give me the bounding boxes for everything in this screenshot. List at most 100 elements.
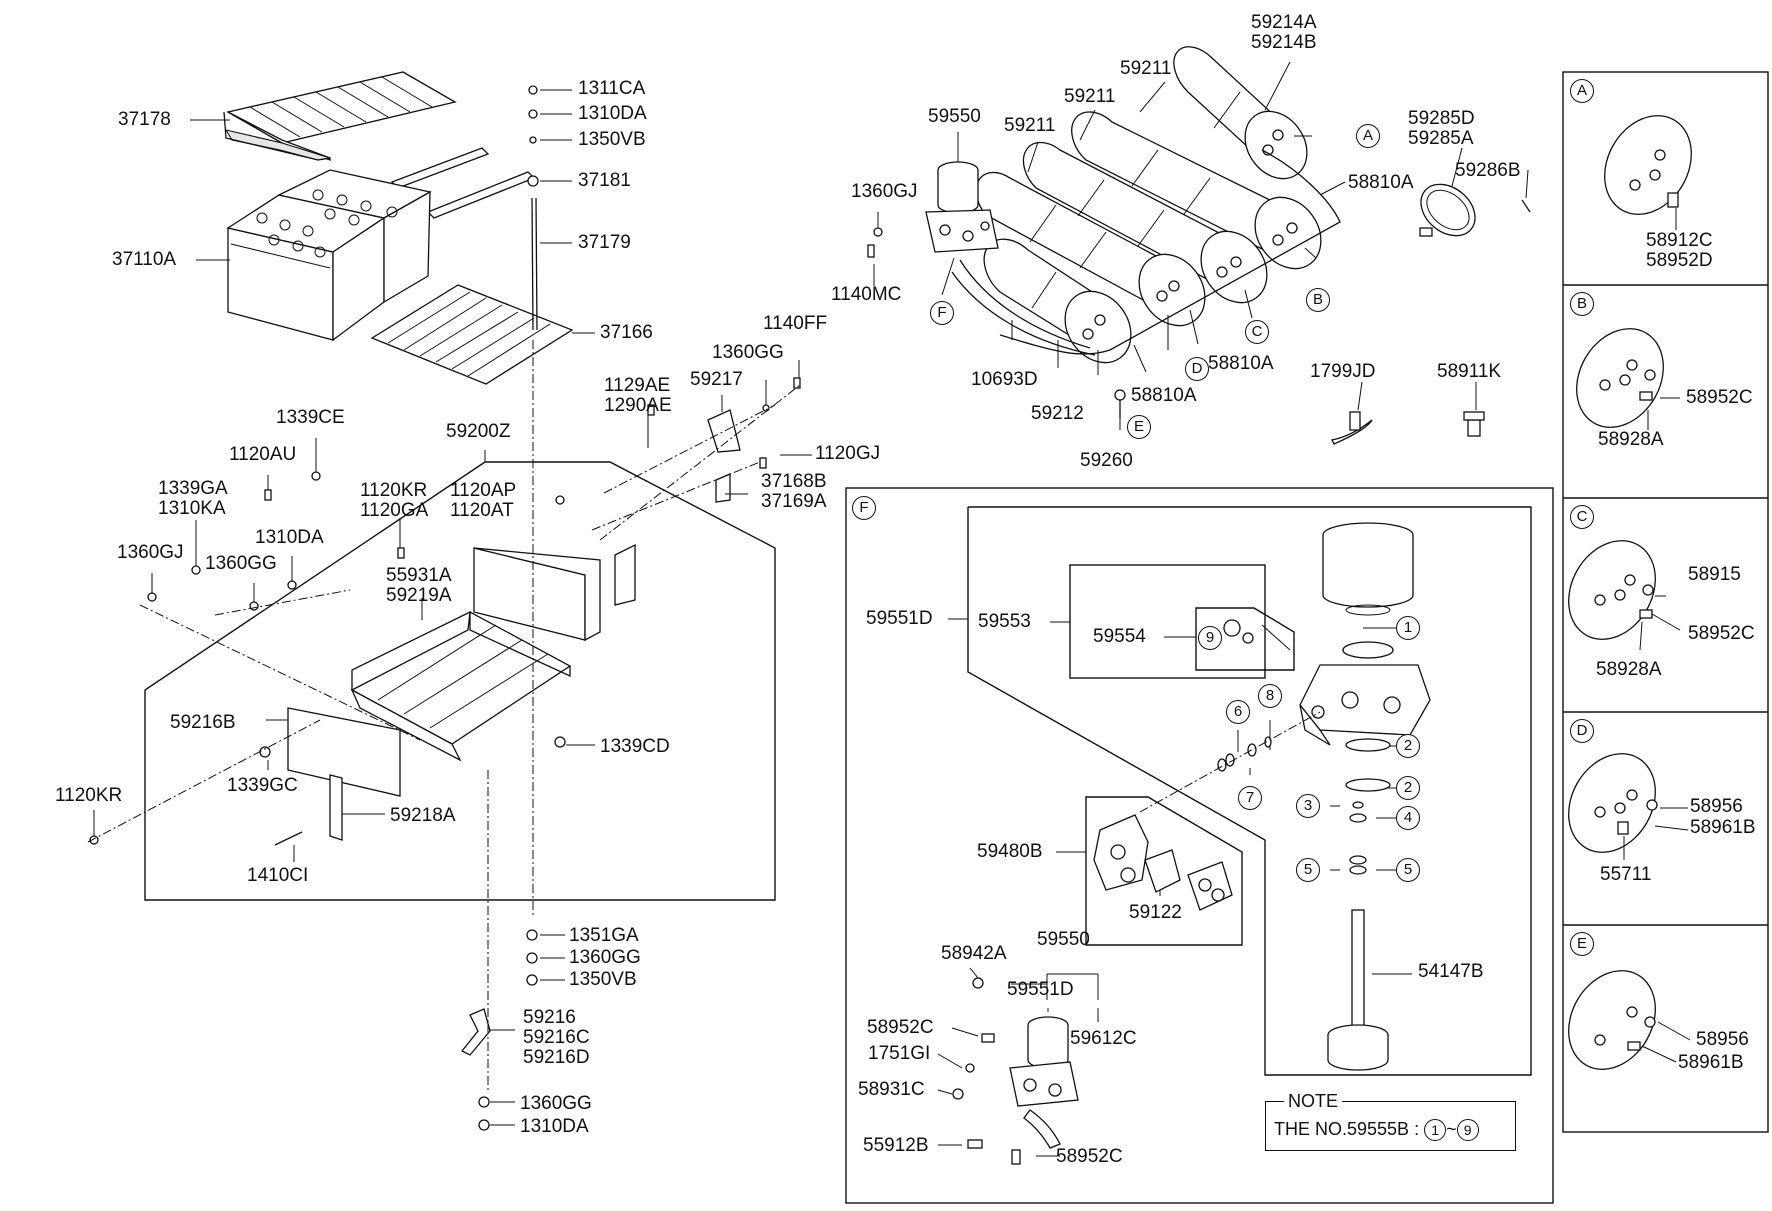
part-label-1310DA: 1310DA <box>578 103 647 124</box>
note-range-end: 9 <box>1456 1119 1479 1142</box>
part-label-59550-bot: 59550 <box>1037 929 1090 950</box>
callout-E-tank: E <box>1127 415 1151 439</box>
part-label-55912B: 55912B <box>863 1135 929 1156</box>
callout-A-panel: A <box>1570 79 1594 103</box>
part-label-58952C-b: 58952C <box>1056 1146 1123 1167</box>
part-label-58942A: 58942A <box>941 943 1007 964</box>
bracket-left-drawing <box>287 707 401 841</box>
callout-8: 8 <box>1258 684 1282 708</box>
part-label-58810A-c: 58810A <box>1131 385 1197 406</box>
fasteners-left <box>89 377 801 1131</box>
part-label-58956-D: 58956 <box>1690 796 1743 817</box>
callout-1: 1 <box>1396 616 1420 640</box>
assembly-59480B-outline <box>1085 796 1243 946</box>
part-label-58961B-E: 58961B <box>1678 1052 1744 1073</box>
part-label-58810A-b: 58810A <box>1208 353 1274 374</box>
leaders-left <box>93 89 812 1126</box>
battery-tray-drawing <box>370 284 574 385</box>
callout-C-tank: C <box>1245 320 1269 344</box>
part-label-59612C: 59612C <box>1070 1028 1137 1049</box>
part-label-59216B: 59216B <box>170 712 236 733</box>
part-label-1360GG-b: 1360GG <box>205 553 277 574</box>
part-label-10693D: 10693D <box>971 369 1038 390</box>
part-label-1799JD: 1799JD <box>1310 361 1376 382</box>
part-label-1120KR-b: 1120KR <box>55 785 123 806</box>
callout-5b: 5 <box>1396 858 1420 882</box>
note-range-sep: ~ <box>1446 1119 1457 1139</box>
tray-rod-drawing <box>531 197 538 331</box>
part-label-59211-c: 59211 <box>1004 115 1056 136</box>
callout-E-panel: E <box>1570 932 1594 956</box>
part-label-59211-a: 59211 <box>1120 58 1172 79</box>
part-label-1120GJ: 1120GJ <box>815 443 881 464</box>
callout-6: 6 <box>1226 700 1250 724</box>
panel-frames <box>1562 71 1769 1133</box>
part-label-1751GI: 1751GI <box>868 1043 931 1064</box>
part-label-1339CD: 1339CD <box>600 736 670 757</box>
callout-F-box: F <box>852 496 876 520</box>
battery-cover-drawing <box>223 71 457 161</box>
part-label-59211-b: 59211 <box>1064 86 1116 107</box>
air-dryer-detail-drawing <box>952 522 1431 1165</box>
part-label-58952C-B: 58952C <box>1686 387 1753 408</box>
callout-3: 3 <box>1296 794 1320 818</box>
note-title: NOTE <box>1284 1091 1343 1111</box>
panel-tank-ends <box>1568 115 1692 1070</box>
leaders-panels <box>1623 208 1691 1063</box>
callout-B-panel: B <box>1570 292 1594 316</box>
air-dryer-top-drawing <box>925 161 999 253</box>
part-label-1360GG: 1360GG <box>712 342 784 363</box>
part-label-58911K: 58911K <box>1437 361 1502 382</box>
part-label-37178: 37178 <box>118 109 171 130</box>
part-label-58810A-a: 58810A <box>1348 172 1414 193</box>
callout-2b: 2 <box>1396 776 1420 800</box>
callout-5a: 5 <box>1296 858 1320 882</box>
part-label-59218A: 59218A <box>390 805 456 826</box>
air-tanks-drawing <box>951 46 1341 364</box>
callout-D-tank: D <box>1185 357 1209 381</box>
part-label-59200Z: 59200Z <box>446 421 511 442</box>
callout-9: 9 <box>1198 626 1222 650</box>
part-label-58928A-C: 58928A <box>1596 659 1662 680</box>
small-fasteners-top <box>527 85 539 187</box>
part-label-59122: 59122 <box>1129 902 1182 923</box>
callout-A-tank: A <box>1356 124 1380 148</box>
part-label-1339CE: 1339CE <box>276 407 345 428</box>
part-label-55711: 55711 <box>1600 864 1652 885</box>
part-label-58931C: 58931C <box>858 1079 925 1100</box>
part-label-1140MC: 1140MC <box>831 284 902 305</box>
part-label-1350VB: 1350VB <box>578 129 646 150</box>
assembly-59551D-outline <box>967 506 1532 1076</box>
assembly-59554-outline <box>1195 607 1295 671</box>
note-body: THE NO.59555B : <box>1274 1119 1420 1139</box>
callout-C-panel: C <box>1570 505 1594 529</box>
part-label-59554: 59554 <box>1093 626 1146 647</box>
part-label-59553: 59553 <box>978 611 1031 632</box>
part-label-58928A-B: 58928A <box>1598 429 1664 450</box>
part-label-1310DA-bot: 1310DA <box>520 1116 589 1137</box>
part-label-54147B: 54147B <box>1418 961 1484 982</box>
part-label-58961B-D: 58961B <box>1690 817 1756 838</box>
callout-2a: 2 <box>1396 734 1420 758</box>
part-label-1350VB-bot: 1350VB <box>569 969 637 990</box>
note-box: NOTE THE NO.59555B : 1~9 <box>1265 1091 1516 1151</box>
part-label-1311CA: 1311CA <box>578 78 646 99</box>
callout-B-tank: B <box>1306 288 1330 312</box>
part-label-1360GJ: 1360GJ <box>117 542 184 563</box>
battery-strap-drawing <box>390 147 536 219</box>
part-label-58952C-a: 58952C <box>867 1017 934 1038</box>
part-label-1120AU: 1120AU <box>229 444 297 465</box>
bracket-right-drawing <box>473 543 636 642</box>
part-label-59551D-b: 59551D <box>1007 979 1074 1000</box>
part-label-37179: 37179 <box>578 232 631 253</box>
part-label-37110A: 37110A <box>112 249 177 270</box>
